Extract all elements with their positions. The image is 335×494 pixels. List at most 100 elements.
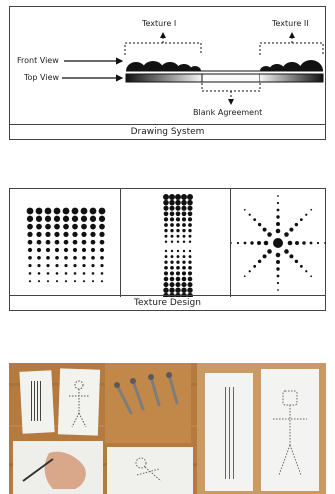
texture-3-dot	[309, 241, 313, 245]
texture-2-dot	[175, 282, 181, 288]
texture-1-dot	[36, 247, 42, 253]
texture-1-dot	[63, 247, 69, 253]
drawing-system-panel: Texture I Texture II Front View Top View…	[9, 6, 326, 140]
texture-2-dot	[164, 228, 168, 233]
texture-1-dot	[72, 231, 78, 238]
texture-3-dot	[299, 218, 303, 222]
texture-3-dot	[305, 213, 308, 216]
texture-1-dot	[45, 239, 51, 245]
texture-3-dot	[262, 254, 267, 259]
texture-1-dot	[99, 223, 105, 230]
texture-1-dot	[91, 280, 95, 283]
texture-3-dot	[257, 241, 261, 245]
texture-3-dot	[295, 241, 299, 245]
photo-hand-embossing	[13, 441, 103, 494]
blank-agreement-bracket	[201, 83, 261, 105]
texture-3-dot	[236, 241, 240, 245]
texture-2-dot	[164, 240, 168, 244]
texture-1-dot	[37, 280, 41, 283]
texture-2-dot	[181, 287, 187, 293]
texture-2-dot	[176, 228, 180, 233]
texture-1-dot	[64, 272, 68, 275]
texture-3-dot	[231, 242, 232, 244]
texture-2-dot	[169, 211, 175, 217]
texture-2-dot	[187, 217, 193, 222]
texture-2-dot	[182, 234, 186, 238]
texture-1-dot	[45, 247, 51, 253]
texture-2-dot	[181, 194, 187, 200]
texture-2-dot	[188, 265, 192, 270]
texture-3-dot	[267, 249, 272, 254]
texture-1-dot	[35, 207, 43, 215]
texture-3-dot	[294, 259, 299, 264]
texture-2-dot	[176, 223, 180, 227]
texture-1-dot	[46, 280, 50, 283]
front-view-bumps	[126, 60, 323, 71]
texture-1-dot	[44, 207, 52, 215]
texture-3-dot	[248, 213, 251, 216]
texture-3-center-dot	[273, 238, 283, 248]
texture-2-dot	[163, 205, 169, 211]
texture-radial-dot-burst	[231, 195, 326, 291]
texture-3-dot	[289, 227, 294, 232]
texture-2-dot	[175, 194, 181, 200]
texture-2-dot	[188, 249, 192, 253]
texture-1-dot	[62, 215, 70, 222]
texture-2-dot	[163, 287, 169, 293]
texture-1-dot	[72, 223, 78, 230]
texture-2-dot	[187, 199, 193, 206]
texture-3-dot	[284, 232, 289, 237]
texture-2-dot	[175, 271, 181, 276]
texture-3-dot	[299, 264, 303, 268]
texture-2-dot	[182, 228, 186, 233]
texture-1-dot	[27, 239, 33, 245]
texture-3-dot	[275, 228, 281, 234]
texture-1-dot	[98, 207, 106, 215]
texture-2-dot	[187, 205, 193, 211]
texture-1-dot	[81, 223, 87, 230]
texture-2-dot	[164, 249, 168, 253]
texture-graded-dot-grid	[26, 207, 106, 283]
texture-2-dot	[176, 265, 180, 270]
texture-2-dot	[188, 240, 192, 244]
texture-1-dot	[99, 247, 105, 253]
texture-1-dot	[45, 223, 51, 230]
top-view-label: Top View	[24, 73, 60, 82]
texture-1-dot	[53, 207, 61, 215]
texture-2-dot	[188, 228, 192, 233]
texture-1-dot	[73, 264, 77, 268]
texture-1-dot	[27, 247, 33, 253]
drawing-system-caption: Drawing System	[10, 124, 325, 139]
texture-1-dot	[36, 231, 42, 238]
texture-1-dot	[37, 264, 41, 268]
texture-3-dot	[262, 227, 267, 232]
texture-1-dot	[80, 207, 88, 215]
texture-2-dot	[176, 234, 180, 238]
texture-2-dot	[181, 205, 187, 211]
texture-1-dot	[100, 272, 104, 275]
front-view-label: Front View	[17, 56, 59, 65]
texture-2-dot	[175, 276, 181, 282]
texture-1-dot	[27, 223, 33, 230]
texture-1-dot	[55, 255, 59, 260]
texture-1-dot	[80, 215, 88, 222]
texture-2-dot	[169, 282, 175, 288]
texture-1-dot	[89, 215, 97, 222]
texture-1-dot	[28, 272, 32, 275]
texture-1-dot	[28, 264, 32, 268]
texture-1-dot	[35, 215, 43, 222]
texture-2-dot	[169, 205, 175, 211]
texture-2-dot	[170, 223, 174, 227]
texture-1-dot	[91, 255, 95, 260]
texture-divider-1	[120, 189, 121, 297]
texture-3-dot	[276, 274, 280, 278]
texture-1-label: Texture I	[142, 19, 177, 28]
texture-3-dot	[276, 215, 280, 219]
texture-1-dot	[46, 255, 50, 260]
texture-2-dot	[169, 287, 175, 293]
texture-3-dot	[305, 270, 308, 273]
texture-1-dot	[54, 239, 60, 245]
texture-1-dot	[36, 223, 42, 230]
texture-2-dot	[163, 276, 169, 282]
texture-1-dot	[90, 247, 96, 253]
